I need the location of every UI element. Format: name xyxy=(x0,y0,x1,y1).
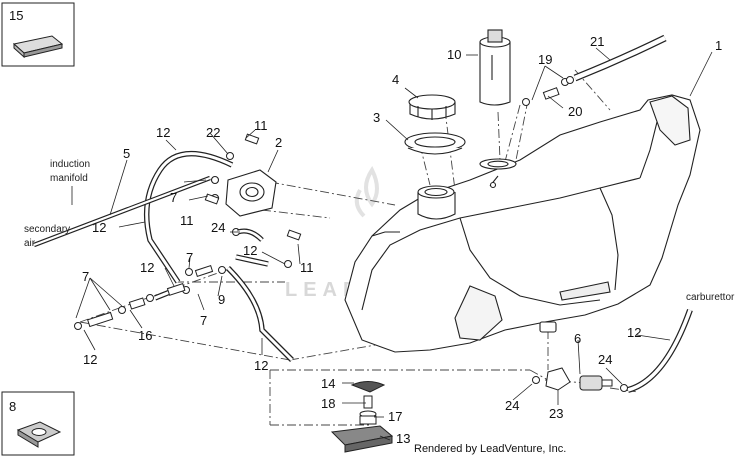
callout-11b: 11 xyxy=(180,213,194,228)
callout-12g: 12 xyxy=(627,325,641,340)
callout-7b: 7 xyxy=(82,269,89,284)
callout-9: 9 xyxy=(218,292,225,307)
annotation-secondary: secondary xyxy=(24,224,70,235)
drain-assembly xyxy=(330,381,394,453)
callout-22: 22 xyxy=(206,125,220,140)
callout-24a: 24 xyxy=(211,220,225,235)
callout-1: 1 xyxy=(715,38,722,53)
callout-12f: 12 xyxy=(254,358,268,373)
callout-18: 18 xyxy=(321,396,335,411)
annotation-carburettor: carburettor xyxy=(686,292,735,303)
callout-5: 5 xyxy=(123,146,130,161)
rendered-by-credit: Rendered by LeadVenture, Inc. xyxy=(414,443,566,455)
callout-17: 17 xyxy=(388,409,402,424)
callout-24c: 24 xyxy=(505,398,519,413)
valve-bracket-2 xyxy=(210,169,277,217)
callout-6: 6 xyxy=(574,331,581,346)
callout-2: 2 xyxy=(275,135,282,150)
callout-11a: 11 xyxy=(254,118,268,133)
callout-4: 4 xyxy=(392,72,399,87)
fuel-filter-23 xyxy=(532,367,628,392)
induction-pipe-5 xyxy=(33,175,211,248)
callout-12e: 12 xyxy=(83,352,97,367)
callout-10: 10 xyxy=(447,47,461,62)
callout-13: 13 xyxy=(396,431,410,446)
annotation-manifold: manifold xyxy=(50,173,88,184)
callout-23: 23 xyxy=(549,406,563,421)
short-hose-24 xyxy=(237,228,264,242)
seal-ring-3 xyxy=(404,132,466,155)
callout-12a: 12 xyxy=(156,125,170,140)
callout-12d: 12 xyxy=(243,243,257,258)
callout-3: 3 xyxy=(373,110,380,125)
vent-hose-21 xyxy=(573,34,667,82)
callout-16: 16 xyxy=(138,328,152,343)
annotations: induction manifold secondary air carbure… xyxy=(24,159,735,303)
part-15-box: 15 xyxy=(1,2,75,67)
fuel-tank-1 xyxy=(344,94,701,353)
callout-12c: 12 xyxy=(140,260,154,275)
callouts: 1 2 3 4 5 6 7 7 7 7 7 9 10 11 11 11 12 1… xyxy=(82,34,722,446)
clamps-7 xyxy=(74,228,292,330)
callout-12b: 12 xyxy=(92,220,106,235)
callout-19: 19 xyxy=(538,52,552,67)
screws-11-22 xyxy=(204,133,302,241)
label-15: 15 xyxy=(9,8,23,23)
callout-20: 20 xyxy=(568,104,582,119)
callout-24b: 24 xyxy=(598,352,612,367)
fitting-19-20 xyxy=(522,76,574,106)
clip-8-icon xyxy=(16,421,62,448)
part-8-box: 8 xyxy=(1,391,75,456)
callout-11c: 11 xyxy=(300,260,314,275)
annotation-induction: induction xyxy=(50,159,90,170)
callout-7d: 7 xyxy=(200,313,207,328)
callout-7c: 7 xyxy=(186,250,193,265)
leader-lines xyxy=(75,47,713,441)
fuel-pump-10 xyxy=(479,29,511,106)
filler-cap-4 xyxy=(408,94,456,120)
callout-21: 21 xyxy=(590,34,604,49)
hoses-12 xyxy=(143,151,693,393)
callout-7a: 7 xyxy=(170,190,177,205)
pad-15-icon xyxy=(12,35,64,59)
callout-14: 14 xyxy=(321,376,335,391)
label-8: 8 xyxy=(9,399,16,414)
annotation-air: air xyxy=(24,238,36,249)
